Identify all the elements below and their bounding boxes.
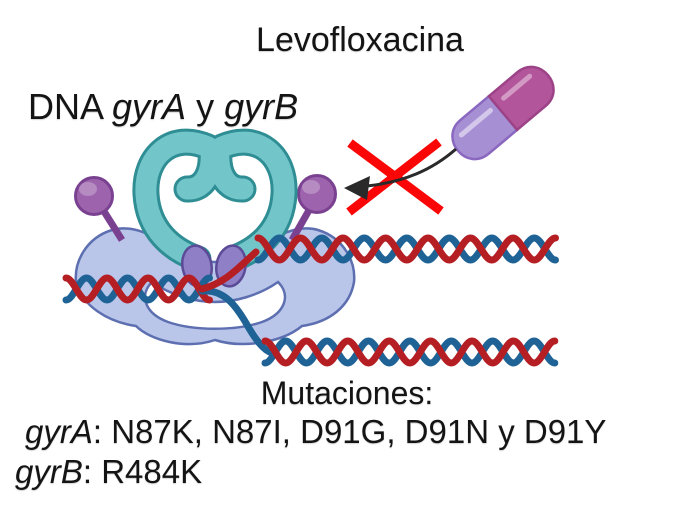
ctd-sphere-left-highlight — [79, 182, 97, 196]
gene-gyra-label: gyrA — [112, 86, 187, 127]
mutations-line-gyrb: gyrB: R484K — [15, 454, 202, 490]
target-prefix: DNA — [28, 86, 113, 127]
ctd-sphere-left — [74, 176, 114, 216]
arrow-curve — [366, 147, 457, 188]
dna-strand-red — [261, 337, 559, 367]
gene-gyra-label: gyrA — [25, 413, 93, 450]
capsule-half-magenta — [487, 65, 555, 132]
dna-helix-left — [62, 274, 213, 304]
mutations-line-gyra: gyrA: N87K, N87I, D91G, D91N y D91Y — [25, 414, 606, 450]
dna-double-helix — [62, 234, 559, 367]
dna-helix-upper — [254, 234, 559, 264]
dna-strand-blue — [261, 337, 559, 367]
gene-gyrb-label: gyrB — [15, 453, 83, 490]
mutations-heading: Mutaciones: — [260, 375, 434, 411]
gyrb-mutation-list: : R484K — [82, 453, 203, 490]
dna-strand-red — [254, 234, 559, 264]
blocked-binding-arrow-icon — [344, 147, 457, 200]
arrow-head — [344, 176, 370, 200]
dna-strand-red — [62, 274, 213, 304]
ctd-sphere-right-highlight — [302, 180, 320, 194]
gyra-subunit-shape — [135, 131, 295, 270]
figure-title: Levofloxacina — [256, 21, 464, 59]
dna-helix-lower — [261, 337, 559, 367]
target-label: DNA gyrA y gyrB — [28, 86, 299, 127]
target-conjunction: y — [186, 86, 225, 127]
inhibition-cross-icon — [346, 138, 444, 216]
dna-red-connector — [198, 248, 260, 293]
levofloxacin-capsule-icon — [451, 65, 555, 161]
capsule-highlight-right — [501, 73, 533, 101]
capsule-highlight-left — [458, 107, 493, 138]
ctd-sphere-right — [297, 174, 337, 214]
dna-blue-connector — [198, 287, 276, 357]
dna-strand-blue — [254, 234, 559, 264]
gene-gyrb-label: gyrB — [224, 86, 299, 127]
cross-stroke — [346, 138, 442, 216]
gyra-mutation-list: : N87K, N87I, D91G, D91N y D91Y — [92, 413, 607, 450]
